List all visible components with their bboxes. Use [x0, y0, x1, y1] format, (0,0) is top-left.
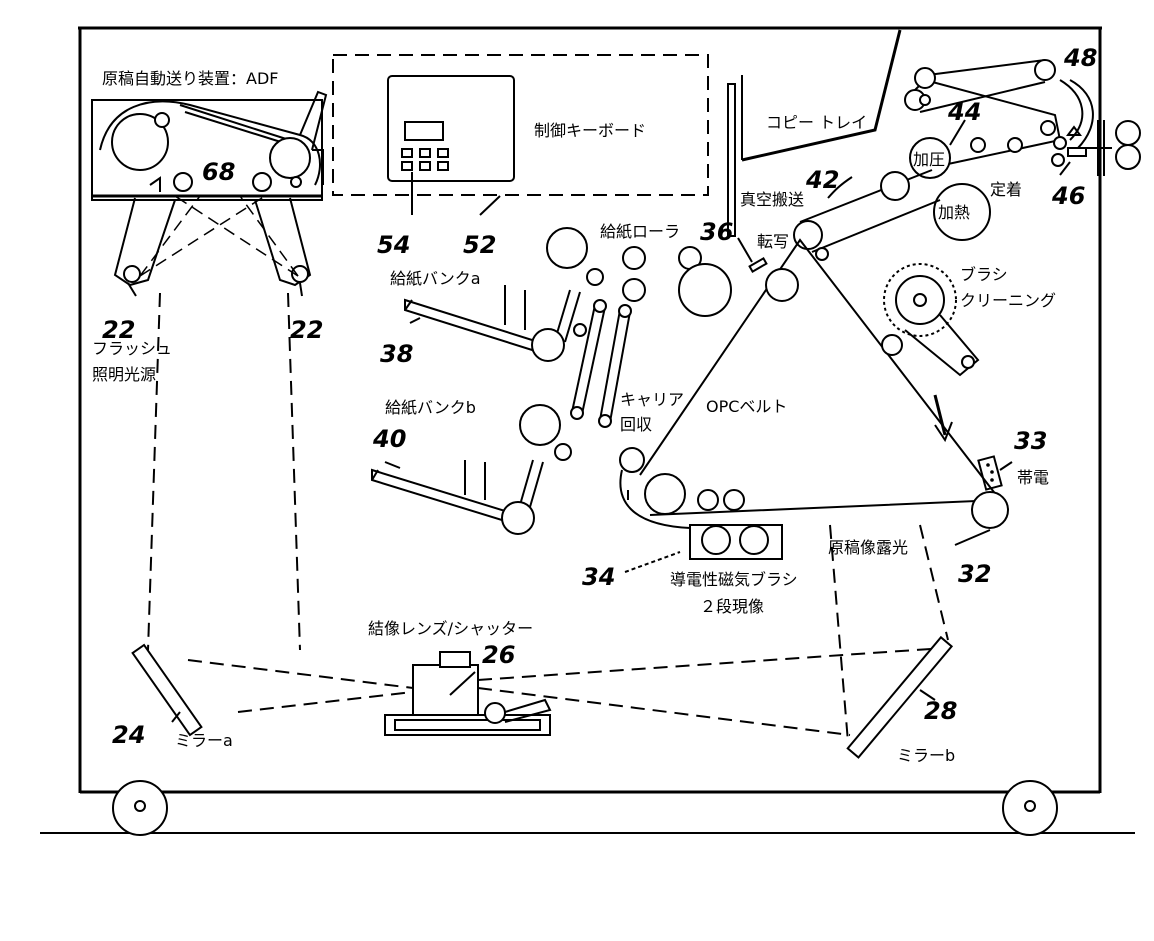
- label-adf: 原稿自動送り装置：ADF: [102, 69, 278, 88]
- ref-32: 32: [958, 560, 991, 588]
- ref-24: 24: [112, 721, 145, 749]
- label-developer-1: 導電性磁気ブラシ: [670, 570, 798, 589]
- label-vacuum-transport: 真空搬送: [740, 190, 804, 209]
- label-carrier-2: 回収: [620, 415, 652, 434]
- label-transfer: 転写: [757, 232, 789, 251]
- reference-numerals: 48 44 46 42 36 68 54 52 22 22 38 40 33 3…: [102, 44, 1097, 749]
- mirror-b: [846, 635, 954, 759]
- ref-28: 28: [924, 697, 957, 725]
- caster-wheel-left: [112, 780, 168, 836]
- optical-path: [187, 524, 949, 743]
- ref-52: 52: [463, 231, 496, 259]
- ref-54: 54: [377, 231, 410, 259]
- label-brush-cleaning-2: クリーニング: [960, 291, 1056, 310]
- ref-44: 44: [947, 98, 981, 126]
- label-bank-b: 給紙バンクb: [385, 398, 476, 417]
- caster-wheel-right: [1002, 780, 1058, 836]
- label-fixing: 定着: [990, 180, 1022, 199]
- label-brush-cleaning-1: ブラシ: [960, 265, 1008, 284]
- fuser-section: [904, 59, 1141, 241]
- label-opc-belt: OPCベルト: [706, 397, 787, 416]
- labels: 原稿自動送り装置：ADF 制御キーボード コピー トレイ 加圧 定着 加熱 真空…: [92, 69, 1056, 765]
- label-copy-tray: コピー トレイ: [766, 113, 867, 132]
- ref-34: 34: [582, 563, 615, 591]
- leader-lines: [171, 119, 1071, 723]
- cabinet: [40, 26, 1135, 834]
- carrier-recovery: [619, 447, 691, 529]
- ref-22-left: 22: [102, 316, 135, 344]
- ref-38: 38: [380, 340, 413, 368]
- control-keyboard-panel: [332, 54, 709, 216]
- label-lens-shutter: 結像レンズ/シャッター: [368, 619, 533, 638]
- adf-unit: [91, 90, 328, 297]
- ref-48: 48: [1063, 44, 1097, 72]
- ref-36: 36: [700, 218, 733, 246]
- ref-40: 40: [372, 425, 406, 453]
- label-flash-1: フラッシュ: [92, 339, 172, 358]
- label-control-keyboard: 制御キーボード: [534, 121, 646, 140]
- developer-unit: [689, 524, 783, 560]
- ref-68: 68: [202, 158, 235, 186]
- ref-26: 26: [482, 641, 515, 669]
- label-mirror-b: ミラーb: [897, 746, 955, 765]
- label-mirror-a: ミラーa: [175, 731, 233, 750]
- label-developer-2: ２段現像: [700, 597, 764, 616]
- paper-feed-rollers: [519, 227, 768, 461]
- ref-22-right: 22: [290, 316, 323, 344]
- label-press: 加圧: [913, 150, 945, 169]
- label-bank-a: 給紙バンクa: [390, 269, 481, 288]
- ref-46: 46: [1051, 182, 1085, 210]
- brush-cleaning-unit: [883, 263, 980, 377]
- paper-bank-b: [371, 459, 544, 535]
- flash-illumination-lines: [139, 195, 301, 651]
- label-heat: 加熱: [938, 203, 970, 222]
- lens-shutter: [384, 651, 552, 736]
- copy-tray: [727, 29, 902, 237]
- mirror-a: [131, 643, 203, 737]
- label-feed-roller: 給紙ローラ: [600, 222, 680, 241]
- paper-bank-a: [404, 285, 587, 362]
- charger: [977, 455, 1003, 491]
- label-carrier-1: キャリア: [620, 390, 684, 409]
- opc-belt: [627, 238, 1009, 529]
- ref-42: 42: [805, 166, 839, 194]
- label-charge: 帯電: [1017, 468, 1049, 487]
- ref-33: 33: [1014, 427, 1047, 455]
- label-exposure: 原稿像露光: [828, 538, 908, 557]
- label-flash-2: 照明光源: [92, 365, 156, 384]
